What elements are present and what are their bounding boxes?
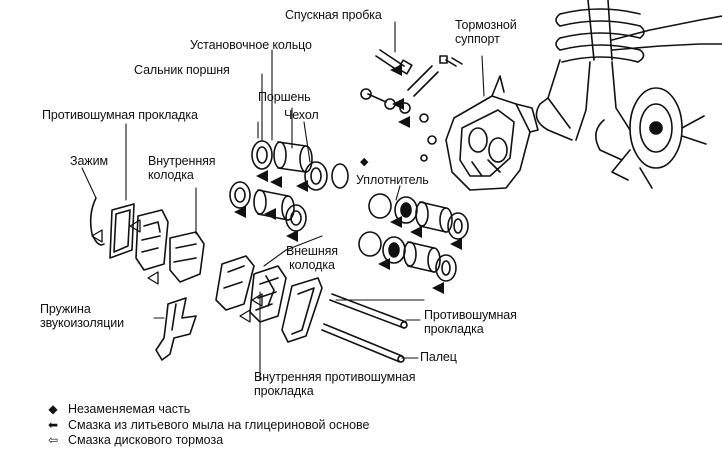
diamond-icon: ◆ (48, 402, 58, 416)
label-bleeder-plug: Спускная пробка (285, 8, 382, 22)
right-shim-and-pins (281, 277, 408, 363)
right-piston-assembly (358, 193, 469, 282)
label-brake-caliper: Тормозной суппорт (455, 18, 517, 46)
label-pin: Палец (420, 350, 457, 364)
arrow-left-icon: ⬅ (47, 418, 59, 432)
label-anti-squeal-shim-right: Противошумная прокладка (424, 308, 517, 336)
label-snap-ring: Установочное кольцо (190, 38, 312, 52)
outer-pad-assembly (215, 255, 287, 323)
disc-brake-grease-arrows (91, 219, 263, 323)
leader-lines (81, 21, 485, 381)
legend-item-non-reusable: ◆ Незаменяемая часть (44, 402, 190, 416)
legend-text: Незаменяемая часть (68, 402, 191, 416)
legend-text: Смазка дискового тормоза (68, 433, 224, 447)
label-piston-seal: Сальник поршня (134, 63, 230, 77)
lubrication-arrows (234, 64, 462, 294)
label-piston: Поршень (258, 90, 311, 104)
label-inner-anti-squeal-shim: Внутренняя противошумная прокладка (254, 370, 416, 398)
diamond-icon: ◆ (360, 156, 369, 168)
label-boot: Чехол (284, 108, 319, 122)
label-gasket-text: Уплотнитель (356, 173, 429, 187)
legend-item-soap-grease: ⬅ Смазка из литьевого мыла на глицеринов… (44, 418, 370, 432)
brake-caliper-body (445, 75, 539, 191)
label-clip: Зажим (70, 154, 108, 168)
label-gasket: ◆ Уплотнитель (356, 156, 429, 187)
label-anti-squeal-shim-top: Противошумная прокладка (42, 108, 198, 122)
suspension-strut-illustration (535, 0, 722, 189)
upper-piston-assembly (229, 140, 349, 232)
anti-squeal-spring (155, 297, 197, 361)
label-inner-pad: Внутренняя колодка (148, 154, 216, 182)
legend-text: Смазка из литьевого мыла на глицериновой… (68, 418, 370, 432)
label-anti-squeal-spring: Пружина звукоизоляции (40, 302, 125, 330)
label-outer-pad: Внешняя колодка (286, 244, 338, 272)
clip-and-inner-pad-assembly (89, 197, 205, 283)
arrow-left-outline-icon: ⇦ (47, 433, 59, 447)
legend-item-disc-brake-grease: ⇦ Смазка дискового тормоза (44, 433, 223, 447)
